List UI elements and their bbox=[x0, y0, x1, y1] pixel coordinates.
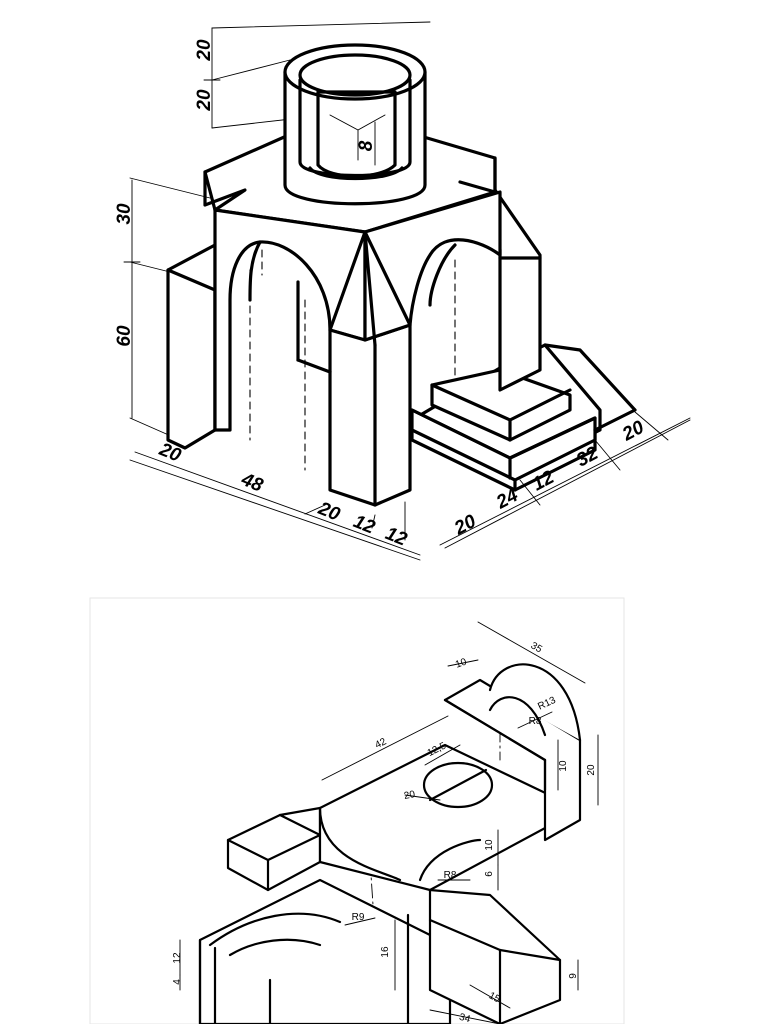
dim-42: 42 bbox=[373, 736, 388, 751]
dim-10b: 10 bbox=[558, 760, 569, 772]
dim-inner-depth: 8 bbox=[356, 140, 377, 151]
dim-12: 12 bbox=[172, 952, 183, 964]
dim-r9: R9 bbox=[352, 912, 365, 923]
dim-h-legs: 60 bbox=[114, 325, 135, 347]
right-leg bbox=[493, 188, 542, 392]
cylinder-cup bbox=[283, 43, 427, 206]
drawing-2-frame bbox=[89, 597, 625, 1024]
dim-r8b: R8 bbox=[444, 870, 457, 881]
dim-16: 16 bbox=[380, 946, 391, 958]
dim-20b: 20 bbox=[586, 764, 597, 776]
dimension-chain-right bbox=[444, 419, 691, 549]
dim-10a: 10 bbox=[454, 656, 469, 670]
bracket-body bbox=[198, 663, 582, 1024]
dim-h-cup: 20 bbox=[194, 89, 215, 112]
dim-9: 9 bbox=[568, 973, 579, 979]
dimension-chain-left bbox=[129, 459, 421, 561]
dim-4: 4 bbox=[172, 979, 183, 985]
dim-6: 6 bbox=[484, 871, 495, 877]
dim-h-top: 20 bbox=[194, 39, 215, 62]
dimension-lines-2 bbox=[179, 621, 599, 1024]
isometric-drawing-bracket: 35 10 R13 R8 42 12,5 20 10 20 10 6 R8 R9… bbox=[89, 597, 625, 1024]
dim-h-block: 30 bbox=[114, 203, 135, 225]
dim-34: 34 bbox=[458, 1012, 472, 1024]
dim-20a: 20 bbox=[403, 789, 416, 802]
dim-35: 35 bbox=[529, 640, 545, 655]
dim-a-48: 48 bbox=[237, 469, 266, 497]
isometric-drawing-pedestal: 20 20 30 60 20 48 20 12 12 20 24 12 32 2… bbox=[114, 21, 691, 561]
dim-b-20: 20 bbox=[450, 511, 480, 540]
dim-a-12b: 12 bbox=[382, 523, 410, 551]
dim-r8a: R8 bbox=[529, 716, 542, 727]
dim-a-12a: 12 bbox=[350, 511, 378, 539]
cup-inner-lines bbox=[329, 114, 386, 166]
dim-10c: 10 bbox=[484, 839, 495, 851]
dim-15: 15 bbox=[487, 990, 502, 1005]
dim-a-20b: 20 bbox=[314, 498, 343, 526]
vertical-dimension-lines bbox=[123, 27, 221, 419]
